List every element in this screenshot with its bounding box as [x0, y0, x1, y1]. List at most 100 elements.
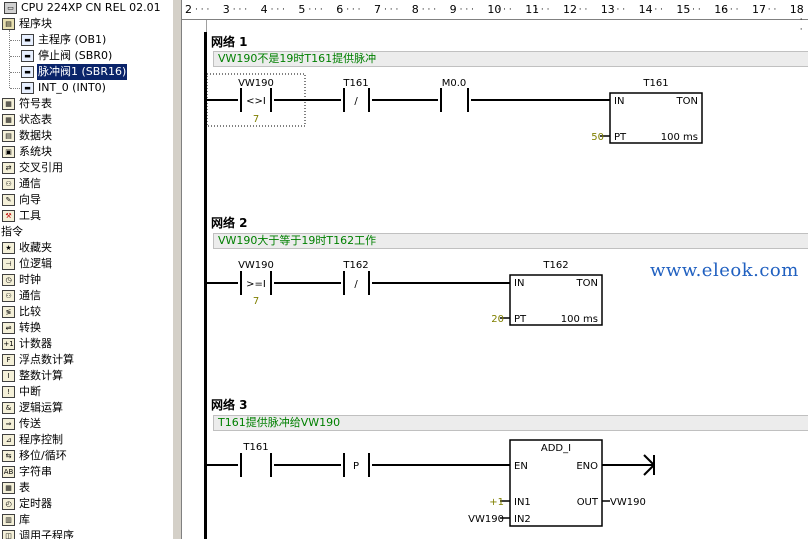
- ruler-ticks: · · ·: [346, 5, 361, 15]
- ruler-number: 5: [298, 3, 306, 16]
- n2-c1-address: VW190: [238, 260, 274, 271]
- ruler-number: 2: [185, 3, 192, 16]
- ruler-number: 8: [411, 3, 419, 16]
- ruler-number: 14: [638, 3, 653, 16]
- n3-add-out: OUT: [577, 497, 599, 508]
- n1-timer-base: 100 ms: [661, 132, 698, 143]
- n2-timer-name: T162: [542, 260, 568, 271]
- n2-timer-type: TON: [576, 278, 598, 289]
- n1-timer-pt-label: PT: [614, 132, 627, 143]
- call-subroutine-icon: ◫: [2, 530, 15, 539]
- comm-icon: ⚇: [2, 290, 15, 302]
- logic-op-icon: &: [2, 402, 15, 414]
- panel-splitter[interactable]: [172, 0, 182, 539]
- tree-program-label: INT_0 (INT0): [38, 81, 106, 94]
- program-icon: ▬: [21, 66, 34, 78]
- timer-icon: ◴: [2, 498, 15, 510]
- ladder-diagram: VW190 <>I 7 T161 / M0.0 T161 IN TON PT 5…: [206, 73, 703, 527]
- cross-ref-icon: ⇄: [2, 162, 15, 174]
- ruler-ticks: · · ·: [421, 5, 437, 15]
- tools-icon: ⚒: [2, 210, 15, 222]
- ruler-number: 3: [222, 3, 230, 16]
- n1-c3-address: M0.0: [442, 78, 467, 89]
- tree-program-block-label: 程序块: [19, 17, 52, 30]
- ladder-editor[interactable]: 2· · ·3· · ·4· · ·5· · ·6· · ·7· · ·8· ·…: [182, 0, 808, 539]
- ruler-number: 12: [563, 3, 577, 16]
- ruler-number: 10: [487, 3, 502, 16]
- ruler-ticks: · · ·: [459, 5, 474, 15]
- tree-connector: [9, 30, 10, 88]
- ruler-number: 15: [676, 3, 691, 16]
- comm-icon: ⚇: [2, 178, 15, 190]
- clock-icon: ◷: [2, 274, 15, 286]
- cpu-icon: ▭: [4, 2, 17, 14]
- n3-c2-symbol: P: [353, 461, 359, 472]
- instruction-label: 定时器: [19, 497, 52, 510]
- data-block-icon: ▤: [2, 130, 15, 142]
- tree-item-label: 数据块: [19, 129, 52, 142]
- n3-c1-address: T161: [242, 442, 268, 453]
- integer-math-icon: I: [2, 370, 15, 382]
- ruler-ticks: · · ·: [610, 5, 626, 15]
- network-3-title[interactable]: 网络 3: [211, 398, 248, 412]
- instruction-label: 中断: [19, 385, 41, 398]
- program-icon: ▬: [21, 82, 34, 94]
- program-control-icon: ⊿: [2, 434, 15, 446]
- n1-c1-symbol: <>I: [246, 96, 266, 107]
- column-ruler: 2· · ·3· · ·4· · ·5· · ·6· · ·7· · ·8· ·…: [182, 0, 808, 35]
- favorites-icon: ★: [2, 242, 15, 254]
- n3-add-in2: IN2: [514, 514, 531, 525]
- n1-c2-symbol: /: [354, 96, 358, 107]
- ruler-number: 6: [336, 3, 344, 16]
- n3-add-in1: IN1: [514, 497, 531, 508]
- network-1-title[interactable]: 网络 1: [211, 35, 248, 49]
- ruler-ticks: · · ·: [384, 5, 399, 15]
- ruler-number: 11: [525, 3, 540, 16]
- instruction-label: 表: [19, 481, 30, 494]
- ruler-ticks: · · ·: [270, 5, 285, 15]
- n2-timer-pt-value: 20: [491, 314, 504, 325]
- ruler-ticks: · · ·: [648, 5, 663, 15]
- ruler-ticks: · · ·: [799, 5, 803, 35]
- wizard-icon: ✎: [2, 194, 15, 206]
- watermark-text: www.eleok.com: [650, 260, 799, 281]
- instructions-header[interactable]: 指令: [1, 225, 23, 238]
- n2-timer-in: IN: [514, 278, 524, 289]
- table-icon: ▦: [2, 98, 15, 110]
- instruction-label: 比较: [19, 305, 41, 318]
- ruler-number: 13: [600, 3, 615, 16]
- ruler-number: 4: [260, 3, 268, 16]
- instruction-label: 转换: [19, 321, 41, 334]
- n1-c1-value: 7: [253, 114, 259, 125]
- float-math-icon: F: [2, 354, 15, 366]
- table-icon: ▦: [2, 482, 15, 494]
- ruler-ticks: · · ·: [573, 5, 588, 15]
- network-1-comment[interactable]: VW190不是19时T161提供脉冲: [213, 51, 808, 67]
- instruction-label: 逻辑运算: [19, 401, 63, 414]
- library-icon: ▥: [2, 514, 15, 526]
- network-2-comment[interactable]: VW190大于等于19时T162工作: [213, 233, 808, 249]
- move-icon: ⇒: [2, 418, 15, 430]
- status-icon: ▦: [2, 114, 15, 126]
- network-2-title[interactable]: 网络 2: [211, 216, 248, 230]
- ruler-ticks: · · ·: [497, 5, 512, 15]
- n2-c1-symbol: >=I: [246, 279, 266, 290]
- n3-eno-arrow: [643, 454, 655, 466]
- power-rail: [204, 32, 207, 539]
- instruction-label: 时钟: [19, 273, 41, 286]
- system-block-icon: ▣: [2, 146, 15, 158]
- network-3-comment[interactable]: T161提供脉冲给VW190: [213, 415, 808, 431]
- ruler-ticks: · · ·: [232, 5, 248, 15]
- ruler-ticks: · · ·: [686, 5, 701, 15]
- folder-open-icon: ▤: [2, 18, 15, 30]
- n2-c2-symbol: /: [354, 279, 358, 290]
- tree-item-label: 状态表: [19, 113, 52, 126]
- program-icon: ▬: [21, 50, 34, 62]
- instruction-label: 整数计算: [19, 369, 63, 382]
- instruction-label: 传送: [19, 417, 41, 430]
- tree-item-label: 通信: [19, 177, 41, 190]
- n2-timer-base: 100 ms: [561, 314, 598, 325]
- instruction-label: 程序控制: [19, 433, 63, 446]
- n1-timer-type: TON: [676, 96, 698, 107]
- tree-item-label: 符号表: [19, 97, 52, 110]
